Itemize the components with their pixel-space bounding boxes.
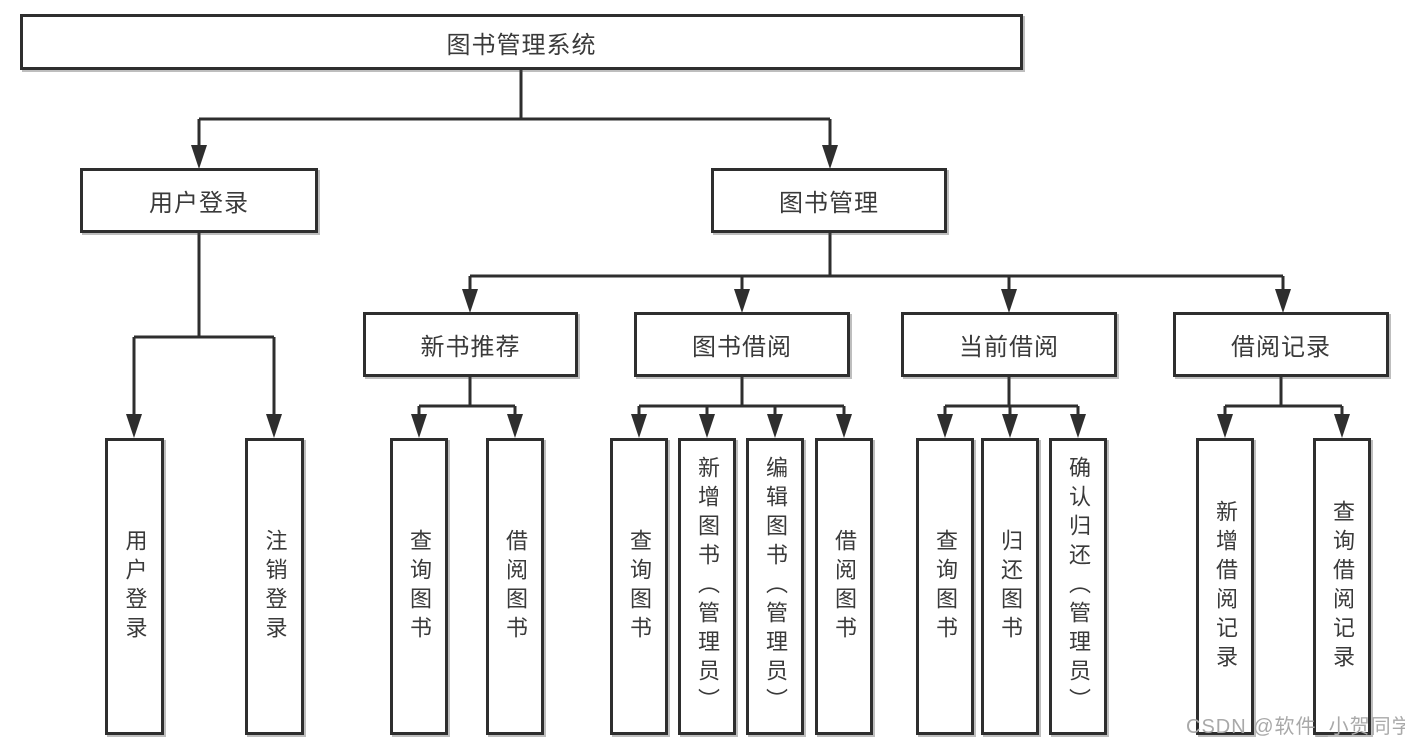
leaf-logout-label: 注销登录 (262, 528, 288, 645)
node-book-borrowing-label: 图书借阅 (692, 334, 792, 361)
leaf-borrow-books: 借阅图书 (815, 438, 873, 735)
node-borrowing-records-label: 借阅记录 (1231, 334, 1331, 361)
node-current-borrowing: 当前借阅 (901, 312, 1117, 377)
arrow-icon (631, 414, 647, 438)
leaf-logout: 注销登录 (245, 438, 304, 735)
node-book-management: 图书管理 (711, 168, 947, 233)
arrow-icon (1070, 414, 1086, 438)
node-current-borrowing-label: 当前借阅 (959, 334, 1059, 361)
arrow-icon (1217, 414, 1233, 438)
leaf-user-login-label: 用户登录 (122, 528, 148, 645)
node-new-book-recommend-label: 新书推荐 (420, 334, 521, 361)
leaf-query-books-borrowing-label: 查询图书 (627, 528, 652, 645)
leaf-borrow-books-recommend-label: 借阅图书 (503, 528, 528, 645)
arrow-icon (937, 414, 953, 438)
leaf-user-login: 用户登录 (105, 438, 164, 735)
leaf-query-books-current-label: 查询图书 (933, 528, 958, 645)
arrow-icon (734, 289, 750, 313)
node-user-login: 用户登录 (80, 168, 318, 233)
leaf-add-books-admin-label: 新增图书（管理员） (695, 456, 720, 717)
arrow-icon (411, 414, 427, 438)
leaf-return-books-label: 归还图书 (998, 528, 1023, 645)
leaf-query-borrow-record-label: 查询借阅记录 (1330, 499, 1355, 674)
leaf-borrow-books-label: 借阅图书 (832, 528, 857, 645)
leaf-add-borrow-record-label: 新增借阅记录 (1213, 499, 1238, 674)
arrow-icon (462, 289, 478, 313)
arrow-icon (126, 414, 142, 438)
arrowheads (126, 145, 1350, 438)
arrow-icon (1334, 414, 1350, 438)
leaf-add-books-admin: 新增图书（管理员） (678, 438, 736, 735)
arrow-icon (1275, 289, 1291, 313)
arrow-icon (1001, 289, 1017, 313)
leaf-edit-books-admin-label: 编辑图书（管理员） (763, 456, 788, 717)
leaf-edit-books-admin: 编辑图书（管理员） (746, 438, 804, 735)
arrow-icon (1002, 414, 1018, 438)
node-root-label: 图书管理系统 (446, 31, 597, 59)
leaf-return-books: 归还图书 (981, 438, 1039, 735)
node-borrowing-records: 借阅记录 (1173, 312, 1389, 377)
node-new-book-recommend: 新书推荐 (363, 312, 578, 377)
leaf-query-books-borrowing: 查询图书 (610, 438, 668, 735)
leaf-confirm-return-admin: 确认归还（管理员） (1049, 438, 1107, 735)
arrow-icon (507, 414, 523, 438)
leaf-query-borrow-record: 查询借阅记录 (1313, 438, 1371, 735)
arrow-icon (767, 414, 783, 438)
connector-lines (132, 70, 1344, 415)
arrow-icon (266, 414, 282, 438)
node-book-borrowing: 图书借阅 (634, 312, 850, 377)
leaf-query-books-current: 查询图书 (916, 438, 974, 735)
node-root: 图书管理系统 (20, 14, 1023, 70)
arrow-icon (699, 414, 715, 438)
arrow-icon (836, 414, 852, 438)
leaf-query-books-recommend-label: 查询图书 (407, 528, 432, 645)
node-book-management-label: 图书管理 (779, 190, 879, 217)
watermark: CSDN @软件_小贺同学 (1186, 716, 1405, 738)
node-user-login-label: 用户登录 (149, 190, 249, 217)
leaf-borrow-books-recommend: 借阅图书 (486, 438, 544, 735)
leaf-confirm-return-admin-label: 确认归还（管理员） (1066, 456, 1091, 717)
arrow-icon (822, 145, 838, 169)
leaf-query-books-recommend: 查询图书 (390, 438, 448, 735)
leaf-add-borrow-record: 新增借阅记录 (1196, 438, 1254, 735)
arrow-icon (191, 145, 207, 169)
